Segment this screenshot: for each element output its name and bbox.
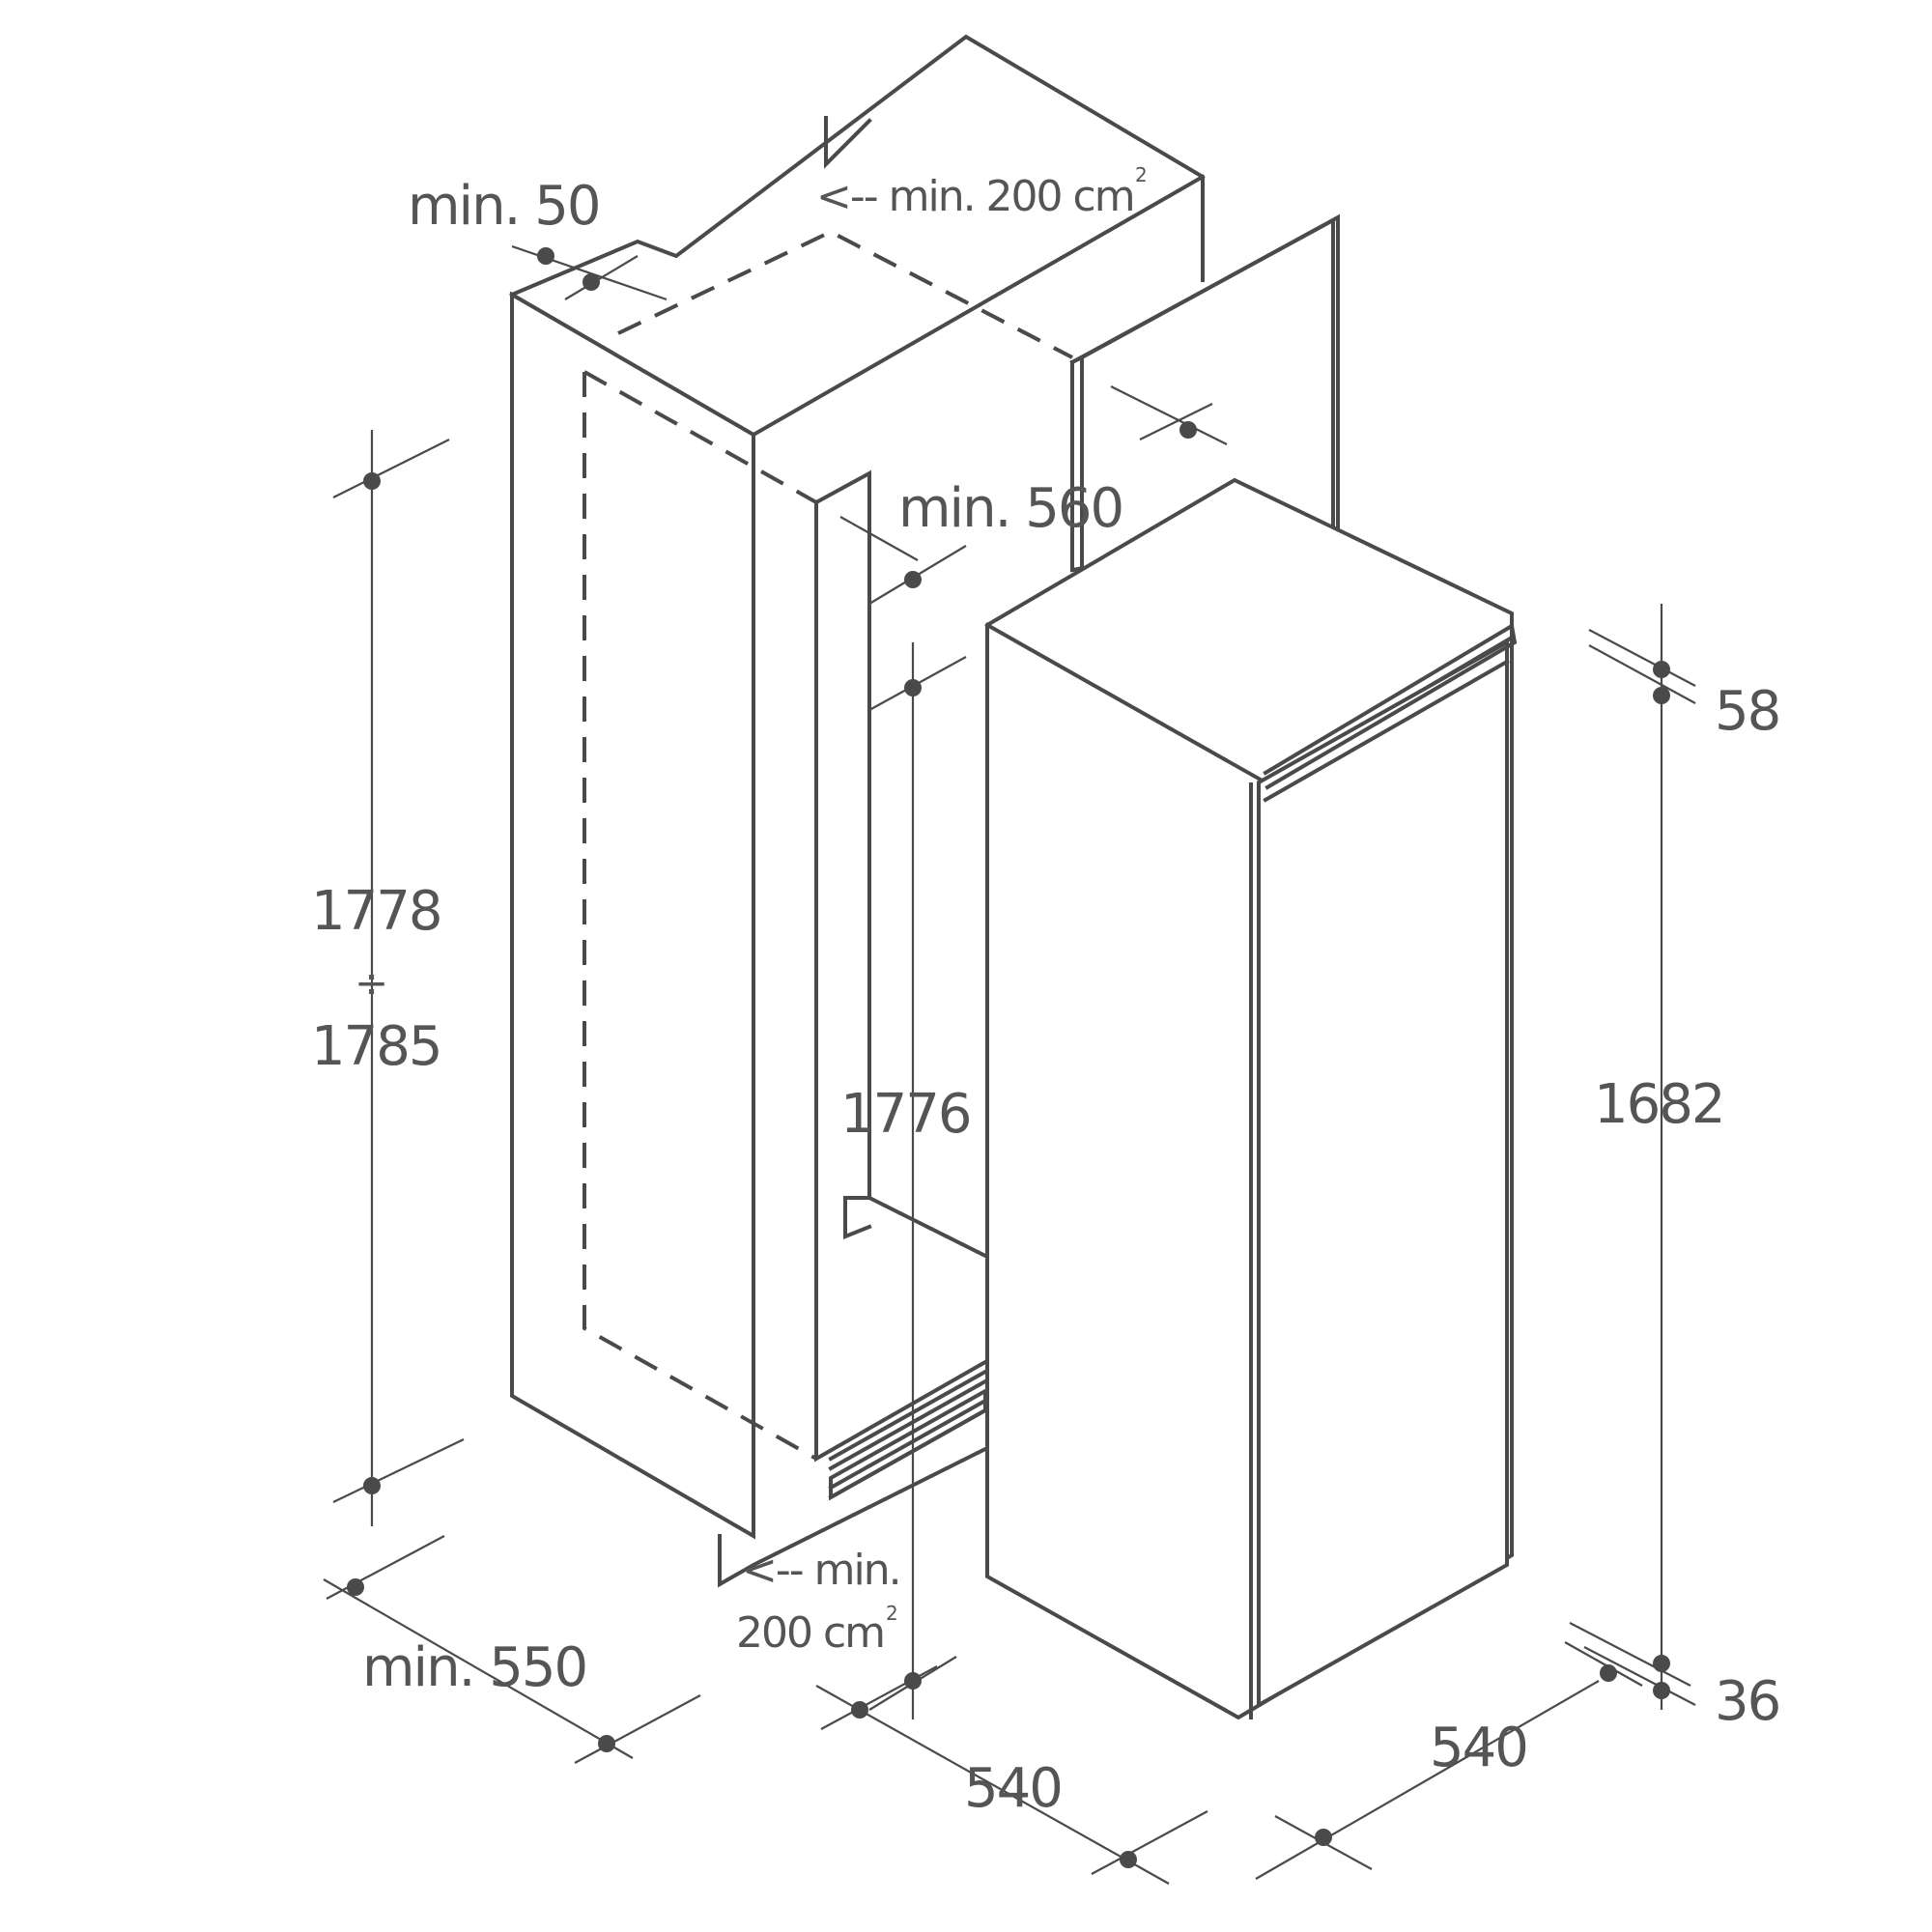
dimension-lines (323, 244, 1696, 1885)
bottom-vent-min-label: <-- min. (742, 1546, 900, 1595)
appliance (984, 477, 1518, 1720)
top-vent-area-superscript: 2 (1135, 163, 1146, 186)
appliance-height-label: 1682 (1594, 1073, 1724, 1136)
cabinet-width-label: 540 (964, 1757, 1062, 1820)
cabinet-niche (509, 34, 1340, 1588)
top-vent-area-label: <-- min. 200 cm (816, 172, 1134, 221)
niche-depth-label: min. 550 (362, 1636, 586, 1699)
niche-height-range-sign: ÷ (355, 959, 386, 1007)
top-depth-gap-label: min. 50 (408, 175, 599, 238)
niche-height-min-label: 1778 (311, 880, 441, 943)
bottom-vent-area-superscript: 2 (886, 1602, 896, 1625)
niche-height-max-label: 1785 (311, 1015, 441, 1078)
niche-inner-height-label: 1776 (840, 1083, 971, 1146)
appliance-top-gap-label: 58 (1715, 680, 1779, 743)
bottom-vent-area-label: 200 cm (736, 1608, 884, 1658)
appliance-bottom-gap-label: 36 (1715, 1670, 1779, 1733)
niche-width-label: min. 560 (898, 477, 1122, 540)
appliance-depth-label: 540 (1430, 1717, 1527, 1779)
bottom-vent-grille (828, 1369, 988, 1501)
